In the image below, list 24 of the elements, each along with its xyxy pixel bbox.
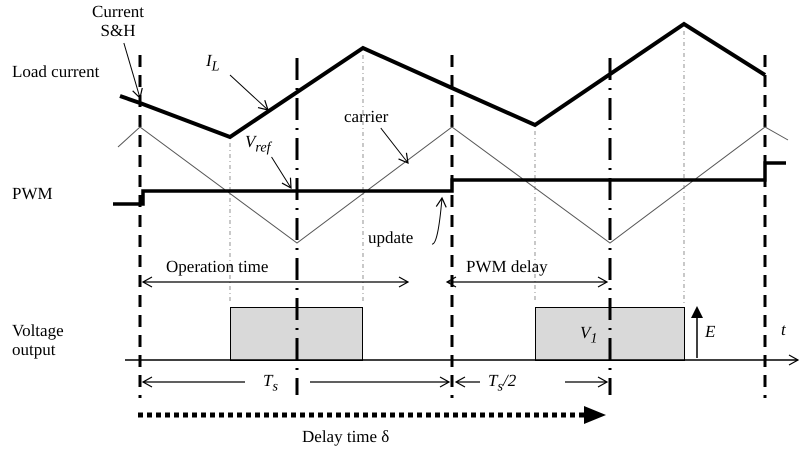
callout-label: update bbox=[368, 229, 432, 248]
leader-line bbox=[432, 197, 447, 245]
axis-label: Load current bbox=[12, 63, 100, 82]
pulse-block bbox=[535, 307, 685, 361]
callout-label: V$_{ref}$ bbox=[245, 133, 283, 156]
callout-label: Current S&H bbox=[78, 3, 158, 40]
pwm-waveform bbox=[113, 161, 786, 206]
dimension-label: Delay time δ bbox=[302, 428, 390, 447]
axis-label: t bbox=[781, 321, 787, 340]
amplitude-label: E bbox=[705, 323, 716, 342]
leader-line bbox=[123, 42, 143, 99]
callout-label: I$_{L}$ bbox=[206, 52, 230, 75]
dimension-label: T$_{s}$/2 bbox=[488, 372, 518, 395]
leader-line bbox=[380, 128, 409, 164]
dimension-label: Operation time bbox=[166, 258, 270, 277]
callout-label: carrier bbox=[344, 108, 402, 127]
voltage-label: V$_{1}$ bbox=[580, 324, 598, 347]
dimension-label: T$_{s}$ bbox=[263, 372, 279, 395]
pulse-block bbox=[230, 307, 363, 361]
leader-line bbox=[271, 156, 292, 189]
dimension-label: PWM delay bbox=[466, 258, 549, 277]
leader-line bbox=[230, 74, 269, 111]
axis-label: PWM bbox=[12, 185, 54, 204]
axis-label: Voltage output bbox=[12, 322, 65, 360]
